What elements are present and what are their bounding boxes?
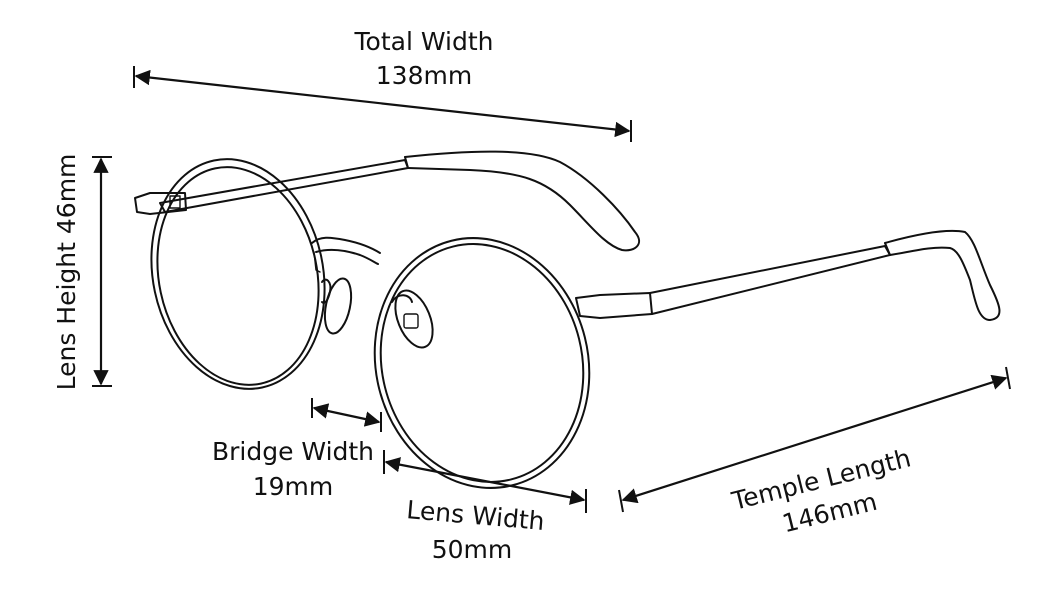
total-width-value: 138mm <box>376 61 472 90</box>
temple-length-dimension: Temple Length 146mm <box>618 366 1011 538</box>
bridge-width-value: 19mm <box>253 472 334 501</box>
left-lens-rim <box>150 158 326 390</box>
bridge-width-label: Bridge Width <box>212 437 374 466</box>
left-nose-pad <box>321 277 353 335</box>
bridge-width-dimension: Bridge Width 19mm <box>212 398 382 501</box>
right-nose-pad <box>391 289 434 349</box>
lens-width-label: Lens Width <box>405 495 545 536</box>
near-temple-arm <box>575 229 1001 321</box>
right-lens-rim <box>373 237 591 489</box>
lens-width-value: 50mm <box>432 535 513 564</box>
lens-height-label: Lens Height 46mm <box>52 154 81 391</box>
total-width-dimension: Total Width 138mm <box>133 27 632 142</box>
lens-width-dimension: Lens Width 50mm <box>383 450 587 564</box>
bridge <box>311 236 381 273</box>
total-width-label: Total Width <box>354 27 494 56</box>
far-temple-arm <box>159 150 641 252</box>
lens-height-dimension: Lens Height 46mm <box>52 154 112 391</box>
glasses-frame <box>134 150 1001 489</box>
